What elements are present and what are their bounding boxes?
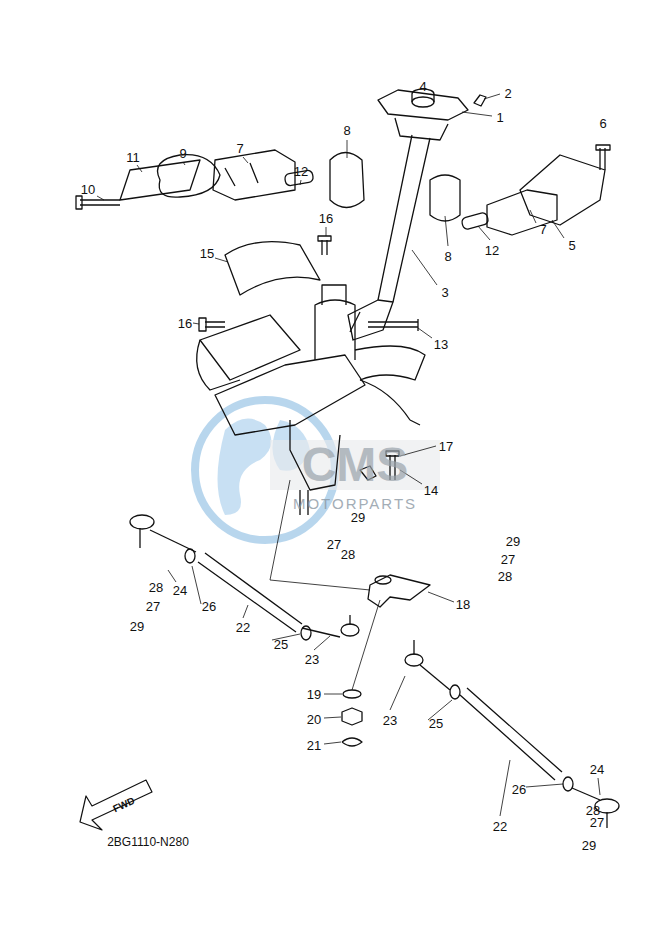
watermark: CMS [302,441,409,489]
callout-number: 15 [200,247,214,260]
callout-number: 28 [586,804,600,817]
callout-number: 1 [496,111,503,124]
callout-number: 19 [307,688,321,701]
callout-number: 4 [419,80,426,93]
callout-number: 24 [590,763,604,776]
callout-number: 28 [498,570,512,583]
callout-number: 2 [504,87,511,100]
callout-number: 27 [501,553,515,566]
callout-number: 26 [512,783,526,796]
callout-number: 27 [327,538,341,551]
diagram-code: 2BG1110-N280 [107,836,189,848]
watermark: MOTORPARTS [293,496,417,511]
callout-number: 11 [126,151,140,164]
callout-number: 20 [307,713,321,726]
callout-number: 28 [149,581,163,594]
callout-number: 22 [493,820,507,833]
callout-number: 3 [441,286,448,299]
callout-number: 8 [343,124,350,137]
callout-number: 29 [506,535,520,548]
callout-number: 25 [429,717,443,730]
callout-number: 28 [341,548,355,561]
callout-number: 21 [307,739,321,752]
direction-marker: FWD [112,796,137,815]
callout-number: 9 [179,147,186,160]
callout-number: 27 [590,816,604,829]
callout-number: 26 [202,600,216,613]
callout-number: 29 [582,839,596,852]
callout-number: 12 [485,244,499,257]
callout-number: 29 [351,511,365,524]
callout-number: 7 [539,223,546,236]
callout-number: 17 [439,440,453,453]
callout-number: 13 [434,338,448,351]
callout-number: 18 [456,598,470,611]
callout-number: 23 [305,653,319,666]
callout-number: 16 [319,212,333,225]
callout-number: 16 [178,317,192,330]
callout-number: 23 [383,714,397,727]
callout-number: 22 [236,621,250,634]
leader-lines [97,94,600,816]
callout-number: 7 [236,142,243,155]
watermark-globe [195,400,440,540]
callout-number: 8 [444,250,451,263]
callout-number: 12 [294,165,308,178]
callout-number: 29 [130,620,144,633]
callout-number: 27 [146,600,160,613]
callout-number: 10 [81,183,95,196]
callout-number: 5 [568,239,575,252]
callout-number: 25 [274,638,288,651]
callout-number: 6 [599,117,606,130]
callout-number: 14 [424,484,438,497]
callout-number: 24 [173,584,187,597]
